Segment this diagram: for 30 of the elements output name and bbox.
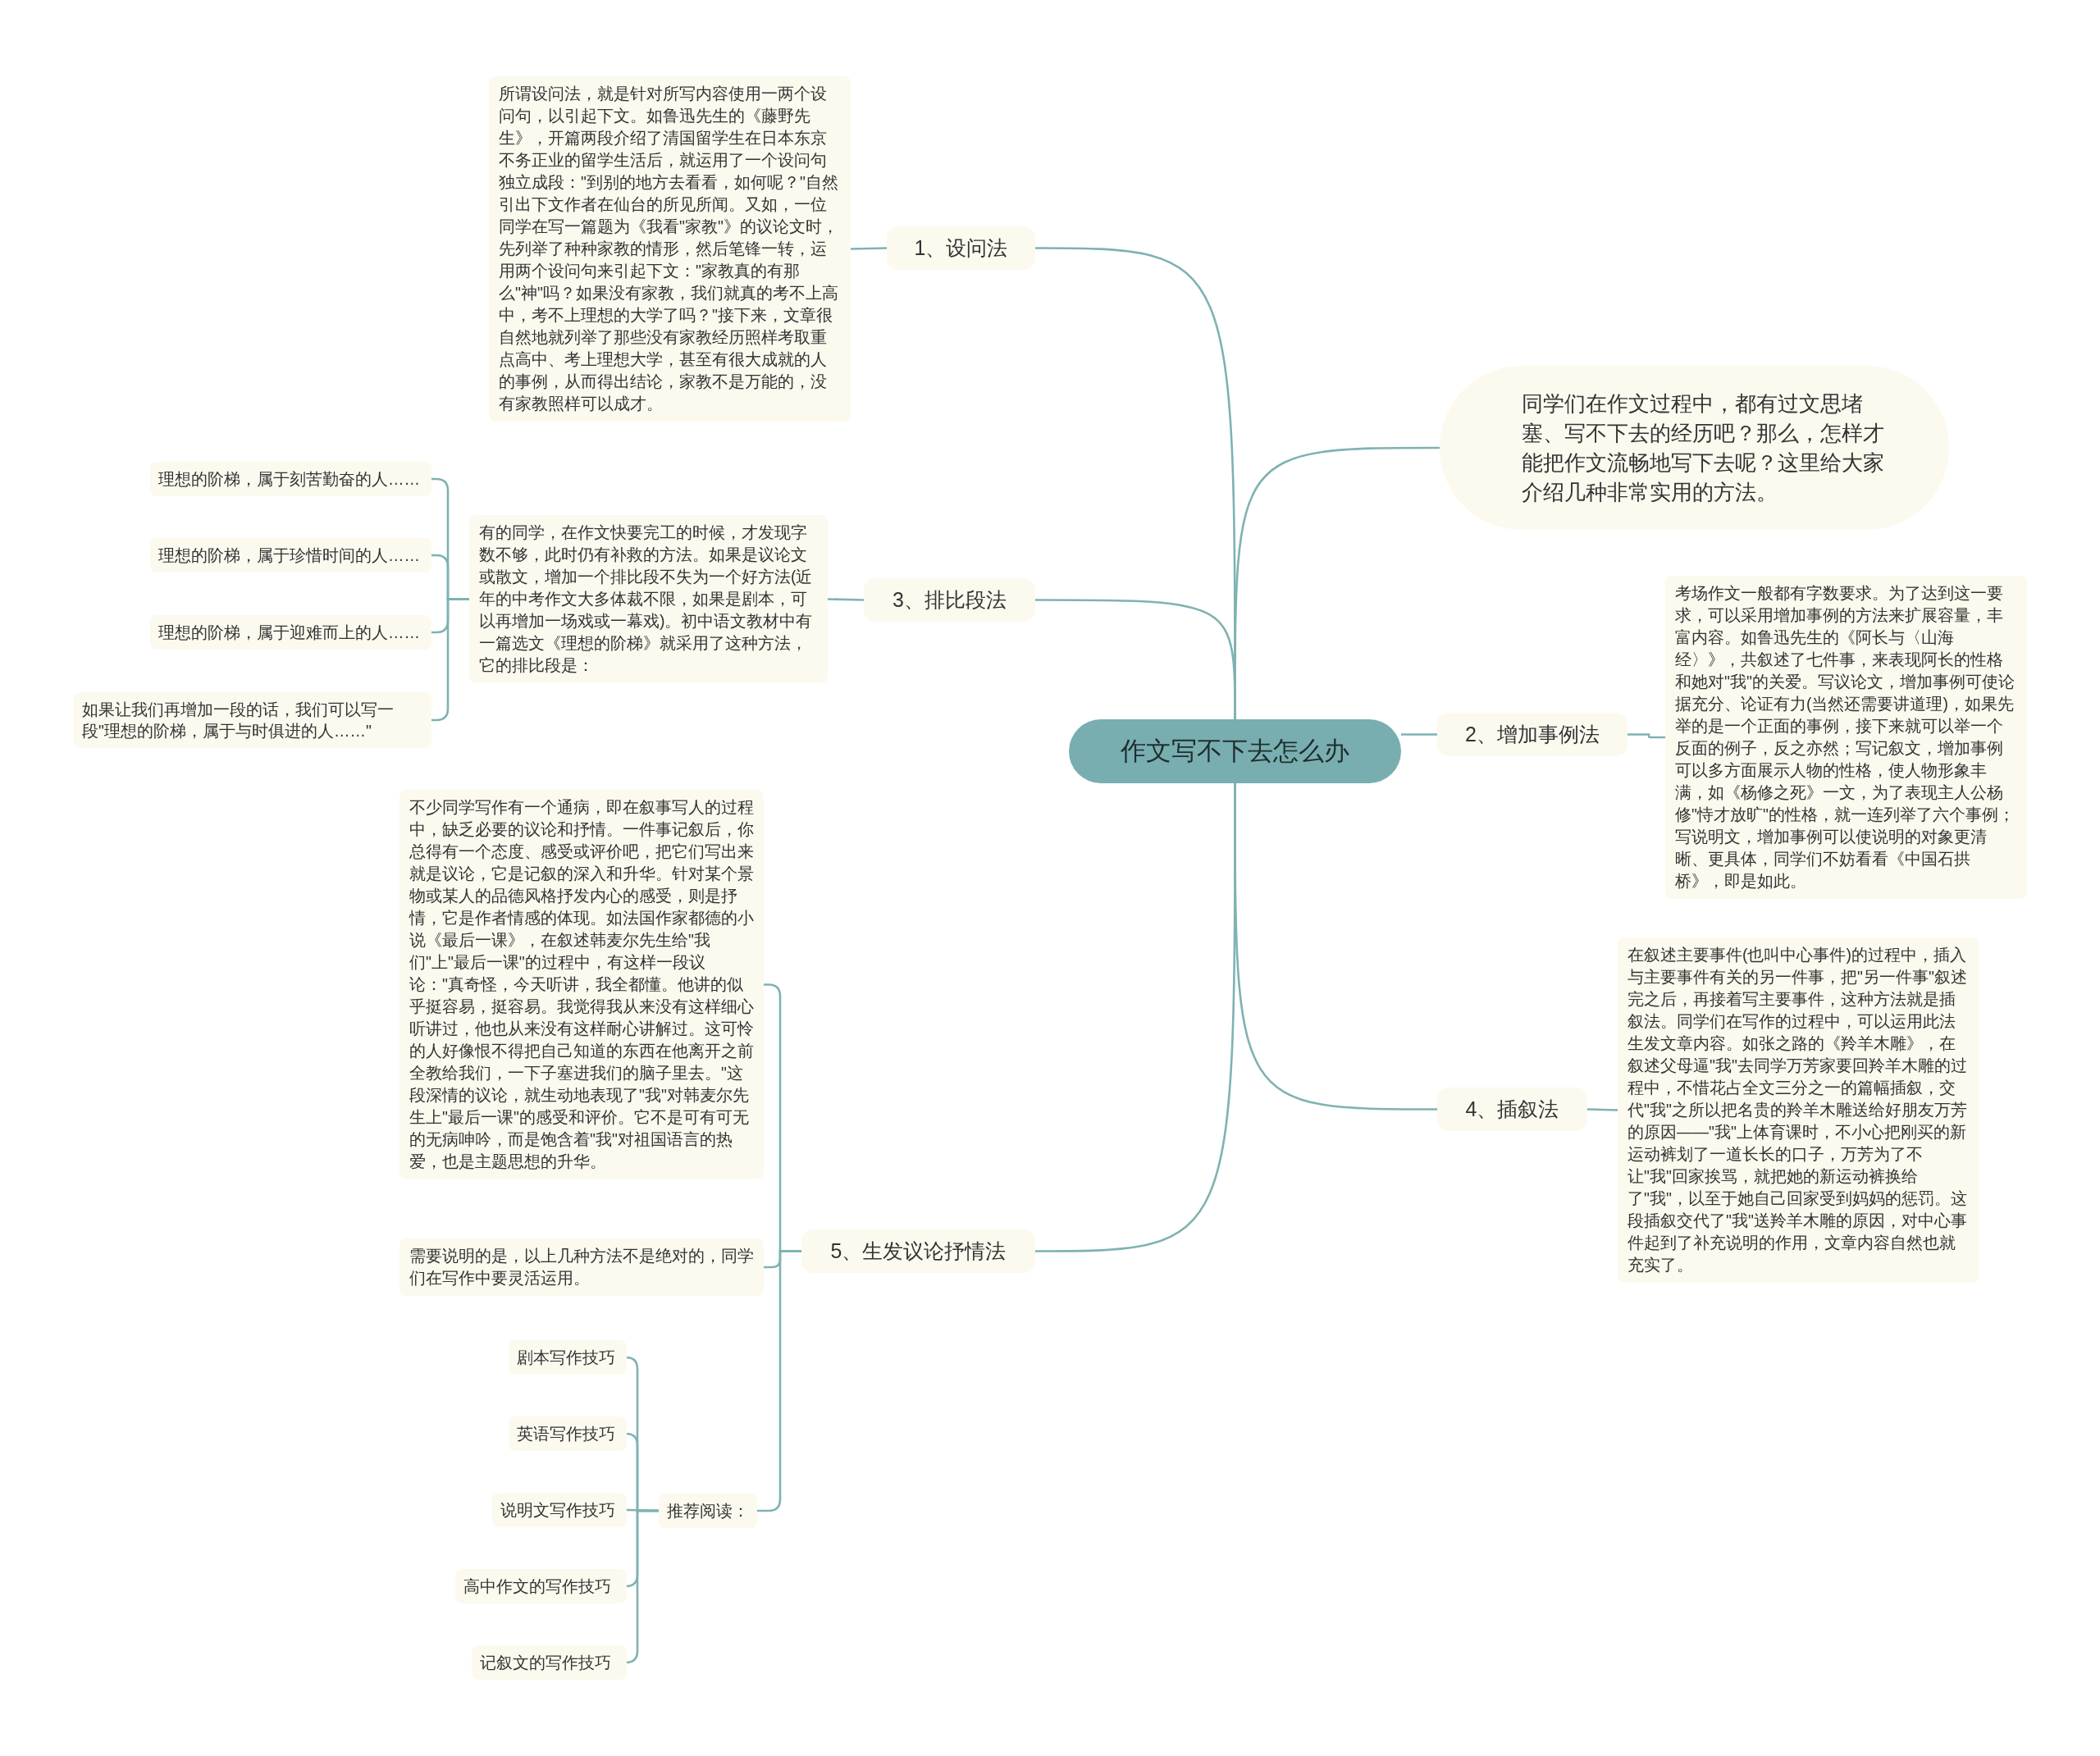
branch-topic: 3、排比段法 (864, 578, 1035, 622)
connector-line (1628, 733, 1665, 739)
connector-line (827, 598, 865, 601)
connector-line (1401, 733, 1437, 736)
subtopic: 理想的阶梯，属于迎难而上的人…… (150, 615, 431, 650)
text-note: 不少同学写作有一个通病，即在叙事写人的过程中，缺乏必要的议论和抒情。一件事记叙后，你总得有一个态度、感受或评价吧，把它们写出来就是议论，它是记叙的深入和升华。针对某个景物或某人的品德风格抒发内心的感受，则是抒情，它是作者情感的体现。如法国作家都德的小说《最后一课》，在叙述韩麦尔先生给"我们"上"最后一课"的过程中，有这样一段议论："真奇怪，今天听讲，我全都懂。他讲的似乎挺容易，挺容易。我觉得我从来没有这样细心听讲过，他也从来没有这样耐心讲解过。这可怜的人好像恨不得把自己知道的东西在他离开之前全教给我们，一下子塞进我们的脑子里去。"这段深情的议论，就生动地表现了"我"对韩麦尔先生上"最后一课"的感受和评价。它不是可有可无的无病呻吟，而是饱含着"我"对祖国语言的热爱，也是主题思想的升华。 (399, 790, 764, 1179)
intro-note: 同学们在作文过程中，都有过文思堵塞、写不下去的经历吧？那么，怎样才能把作文流畅地写下去呢？这里给大家介绍几种非常实用的方法。 (1440, 366, 1949, 530)
subtopic: 理想的阶梯，属于刻苦勤奋的人…… (150, 462, 431, 496)
branch-topic: 4、插叙法 (1437, 1088, 1587, 1131)
central-topic: 作文写不下去怎么办 (1069, 719, 1401, 783)
branch-topic: 1、设问法 (887, 226, 1035, 270)
text-note: 考场作文一般都有字数要求。为了达到这一要求，可以采用增加事例的方法来扩展容量，丰富内容。如鲁迅先生的《阿长与〈山海经〉》，共叙述了七件事，来表现阿长的性格和她对"我"的关爱。写议论文，增加事例可使论据充分、论证有力(当然还需要讲道理)，如果先举的是一个正面的事例，接下来就可以举一个反面的例子，反之亦然；写记叙文，增加事例可以多方面展示人物的性格，使人物形象丰满，如《杨修之死》一文，为了表现主人公杨修"恃才放旷"的性格，就一连列举了六个事例；写说明文，增加事例可以使说明的对象更清晰、更具体，同学们不妨看看《中国石拱桥》，即是如此。 (1665, 576, 2027, 899)
subtopic: 说明文写作技巧 (492, 1493, 627, 1527)
text-note: 在叙述主要事件(也叫中心事件)的过程中，插入与主要事件有关的另一件事，把"另一件事"叙述完之后，再接着写主要事件，这种方法就是插叙法。同学们在写作的过程中，可以运用此法生发文章内容。如张之路的《羚羊木雕》，在叙述父母逼"我"去同学万芳家要回羚羊木雕的过程中，不惜花占全文三分之一的篇幅插叙，交代"我"之所以把名贵的羚羊木雕送给好朋友万芳的原因——"我"上体育课时，不小心把刚买的新运动裤划了一道长长的口子，万芳为了不让"我"回家挨骂，就把她的新运动裤换给了"我"，以至于她自己回家受到妈妈的惩罚。这段插叙交代了"我"送羚羊木雕的原因，对中心事件起到了补充说明的作用，文章内容自然也就充实了。 (1618, 937, 1979, 1283)
branch-topic: 5、生发议论抒情法 (801, 1229, 1035, 1273)
connector-line (1586, 1108, 1618, 1111)
subtopic: 推荐阅读： (659, 1494, 757, 1528)
connector-line (1035, 599, 1236, 719)
connector-line (1035, 783, 1236, 1252)
subtopic: 记叙文的写作技巧 (472, 1645, 627, 1680)
subtopic: 剧本写作技巧 (509, 1340, 627, 1375)
subtopic: 如果让我们再增加一段的话，我们可以写一段"理想的阶梯，属于与时俱进的人……" (74, 692, 431, 748)
subtopic: 理想的阶梯，属于珍惜时间的人…… (150, 538, 431, 572)
subtopic: 高中作文的写作技巧 (455, 1569, 627, 1603)
text-note: 需要说明的是，以上几种方法不是绝对的，同学们在写作中要灵活运用。 (399, 1238, 764, 1296)
connector-line (850, 247, 888, 250)
subtopic: 英语写作技巧 (509, 1416, 627, 1451)
text-note: 所谓设问法，就是针对所写内容使用一两个设问句，以引起下文。如鲁迅先生的《藤野先生》，开篇两段介绍了清国留学生在日本东京不务正业的留学生活后，就运用了一个设问句独立成段："到别的地方去看看，如何呢？"自然引出下文作者在仙台的所见所闻。又如，一位同学在写一篇题为《我看"家教"》的议论文时，先列举了种种家教的情形，然后笔锋一转，运用两个设问句来引起下文："家教真的有那么"神"吗？如果没有家教，我们就真的考不上高中，考不上理想的大学了吗？"接下来，文章很自然地就列举了那些没有家教经历照样考取重点高中、考上理想大学，甚至有很大成就的人的事例，从而得出结论，家教不是万能的，没有家教照样可以成才。 (489, 76, 851, 422)
branch-topic: 2、增加事例法 (1437, 713, 1628, 756)
text-note: 有的同学，在作文快要完工的时候，才发现字数不够，此时仍有补救的方法。如果是议论文或散文，增加一个排比段不失为一个好方法(近年的中考作文大多体裁不限，如果是剧本，可以再增加一场戏或一幕戏)。初中语文教材中有一篇选文《理想的阶梯》就采用了这种方法，它的排比段是： (469, 515, 828, 683)
